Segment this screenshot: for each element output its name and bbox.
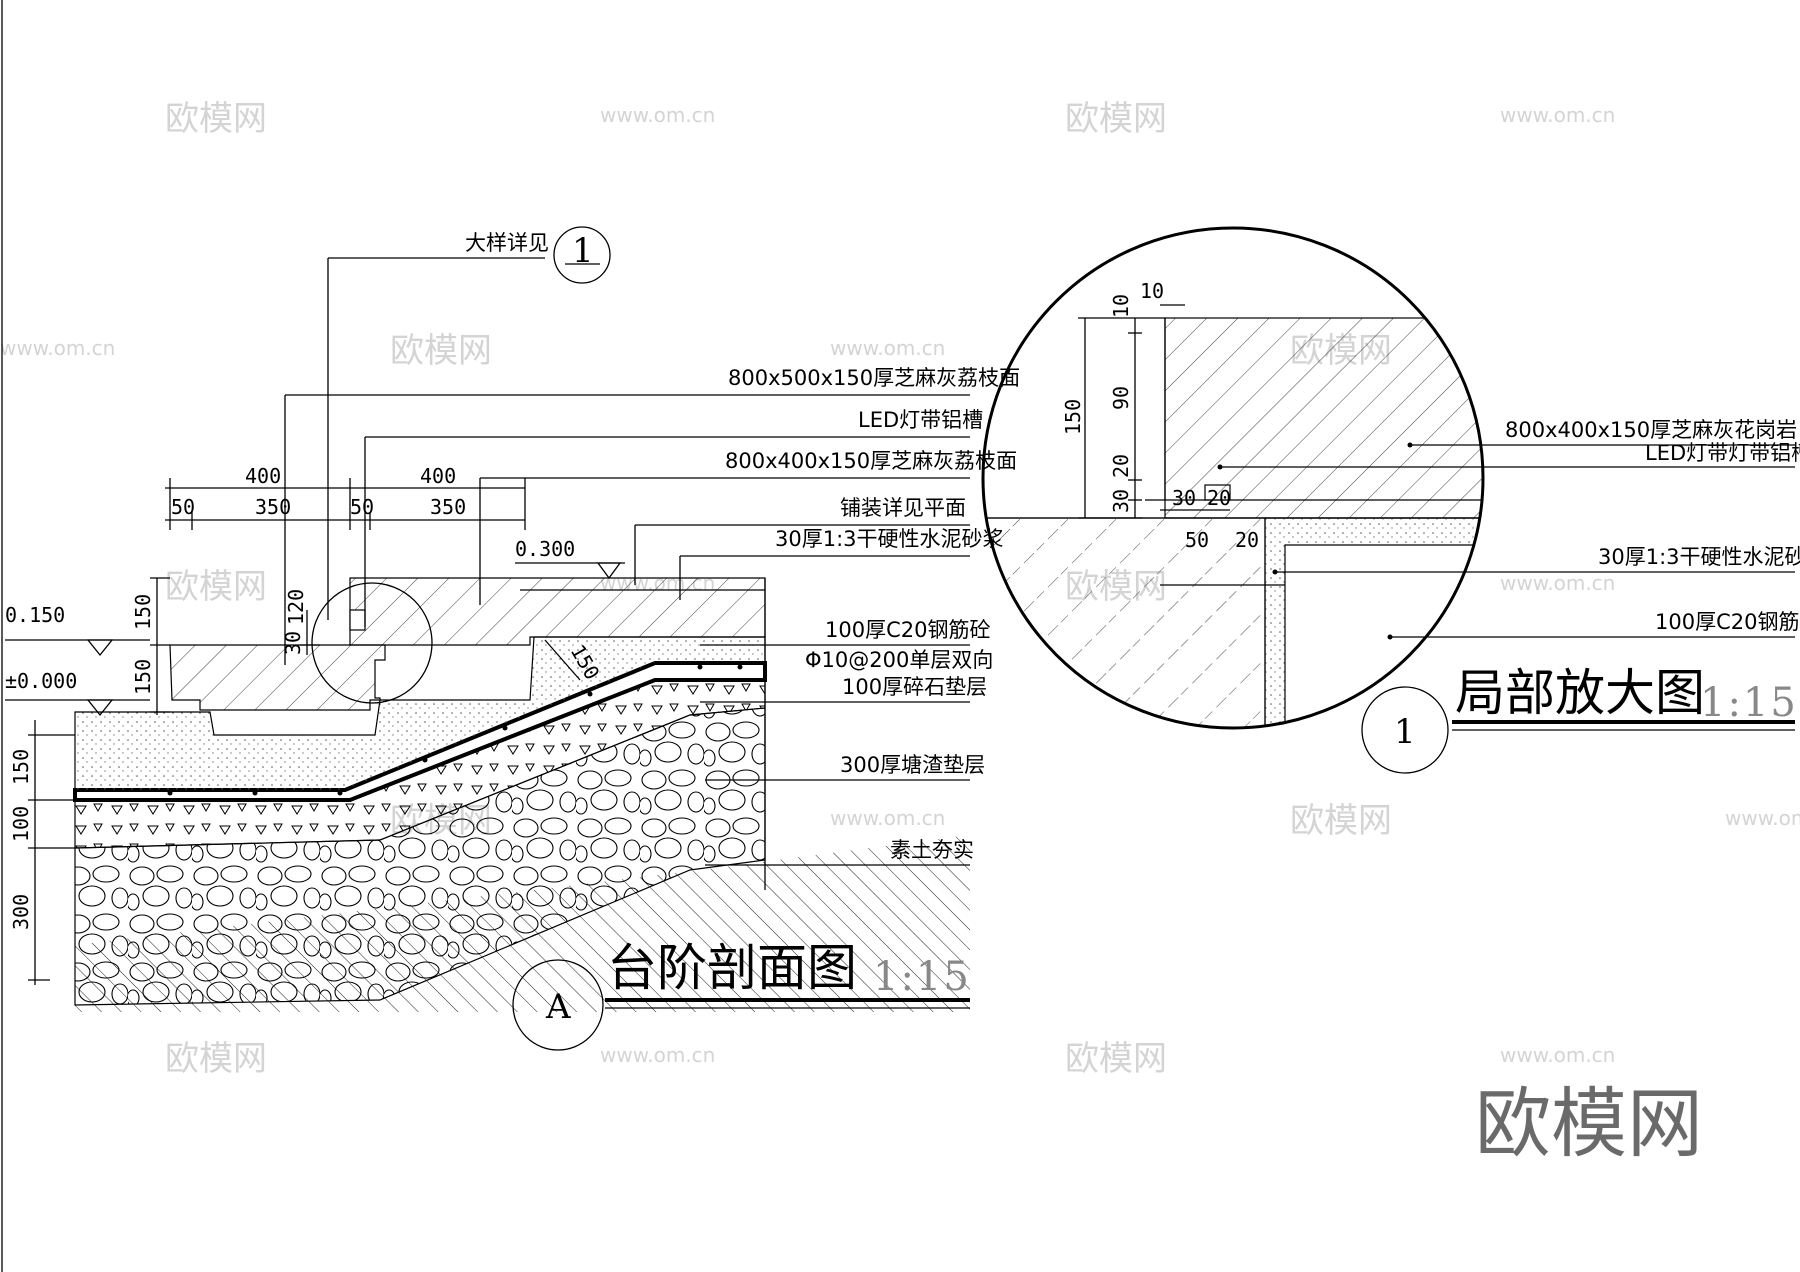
watermark-url: www.om.cn: [1500, 571, 1615, 595]
detail-circle-border: [981, 226, 1485, 730]
watermark-brand: 欧模网: [390, 331, 492, 371]
dim-text: 10: [1109, 294, 1133, 318]
detail-title: 局部放大图: [1455, 664, 1705, 722]
section-drawing: [73, 577, 970, 1012]
section-title-block: A 台阶剖面图 1:15: [512, 939, 971, 1051]
dim-text: 10: [1140, 279, 1164, 303]
watermark-url: www.om.cn: [1500, 1043, 1615, 1067]
watermark-brand: 欧模网: [165, 567, 267, 607]
section-callouts: 800x500x150厚芝麻灰荔枝面 LED灯带铝槽 800x400x150厚芝…: [284, 366, 1020, 866]
dim-text: 150: [9, 749, 33, 785]
dim-text: 50: [1185, 528, 1209, 552]
detail-ref-label: 大样详见: [465, 231, 549, 255]
watermark-url: www.om.cn: [830, 806, 945, 830]
detail-callouts: 800x400x150厚芝麻灰花岗岩 荔枝面 LED灯带灯带铝槽 30厚1:3干…: [1217, 418, 1800, 640]
detail-title-block: 1 局部放大图 1:15: [1361, 664, 1798, 774]
dim-text: 90: [1109, 386, 1133, 410]
callout-label: 800x400x150厚芝麻灰花岗岩 荔枝面: [1505, 418, 1800, 442]
dim-text: 50: [350, 495, 374, 519]
watermark-url: www.om.cn: [600, 103, 715, 127]
watermark-brand: 欧模网: [1065, 99, 1167, 139]
section-scale: 1:15: [873, 954, 971, 1000]
callout-label: LED灯带铝槽: [858, 408, 983, 432]
level-label: 0.300: [515, 537, 575, 561]
callout-label: Φ10@200单层双向: [805, 648, 993, 672]
callout-label: 300厚塘渣垫层: [840, 753, 985, 777]
dim-text: 100: [9, 806, 33, 842]
callout-label: 100厚碎石垫层: [842, 675, 987, 699]
watermark-brand: 欧模网: [165, 1039, 267, 1079]
dim-text: 350: [255, 495, 291, 519]
callout-label: LED灯带灯带铝槽: [1645, 441, 1800, 465]
step-dimensions: 150 150 30 120 150: [131, 577, 605, 715]
dim-text: 400: [245, 464, 281, 488]
callout-label: 30厚1:3干硬性水泥砂浆: [775, 527, 1004, 551]
dim-text: 50: [171, 495, 195, 519]
level-label: ±0.000: [5, 669, 77, 693]
dim-text: 150: [1061, 399, 1085, 435]
dim-text: 150: [131, 659, 155, 695]
watermark-url: www.om.cn: [830, 336, 945, 360]
detail-ref-num: 1: [572, 231, 594, 271]
step1-stone: [169, 644, 386, 711]
step2-stone: [349, 577, 766, 646]
detail-scale: 1:15: [1700, 680, 1798, 726]
detail-dimensions: 150 10 90 20 30 10 30 20 50 20: [1061, 279, 1285, 586]
section-marker: A: [545, 987, 571, 1027]
dim-text: 150: [131, 594, 155, 630]
dim-text: 20: [1235, 528, 1259, 552]
callout-label: 800x400x150厚芝麻灰荔枝面: [725, 449, 1017, 473]
detail-reference: 大样详见 1: [327, 226, 611, 620]
top-dimensions: 400 400 50 350 50 350: [165, 464, 526, 530]
dim-text: 30: [1109, 489, 1133, 513]
dim-text: 400: [420, 464, 456, 488]
callout-label: 30厚1:3干硬性水泥砂浆: [1598, 545, 1800, 569]
level-markers: 0.150 ±0.000 0.300: [5, 537, 625, 717]
watermark-url: www.om.cn: [1500, 103, 1615, 127]
dim-text: 20: [1207, 486, 1231, 510]
section-title: 台阶剖面图: [607, 939, 857, 997]
dim-text: 120: [284, 589, 308, 625]
detail-marker: 1: [1394, 712, 1416, 752]
watermark-brand: 欧模网: [1290, 801, 1392, 841]
callout-label: 100厚C20钢筋砼: [1655, 610, 1800, 634]
watermark-url: www.om.cn: [1725, 806, 1800, 830]
dim-text: 350: [430, 495, 466, 519]
watermark-brand: 欧模网: [1065, 1039, 1167, 1079]
dim-text: 30: [1172, 486, 1196, 510]
level-label: 0.150: [5, 603, 65, 627]
led-groove: [349, 609, 366, 631]
left-dimensions: 150 100 300: [9, 720, 75, 985]
watermark-brand: 欧模网: [165, 99, 267, 139]
watermark-url: www.om.cn: [600, 1043, 715, 1067]
watermark-logo: 欧模网: [1475, 1079, 1703, 1168]
dim-text: 300: [9, 894, 33, 930]
callout-label: 100厚C20钢筋砼: [825, 618, 990, 642]
callout-label: 素土夯实: [890, 838, 974, 862]
dim-text: 20: [1109, 454, 1133, 478]
callout-label: 800x500x150厚芝麻灰荔枝面: [728, 366, 1020, 390]
watermark-url: www.om.cn: [0, 336, 115, 360]
callout-label: 铺装详见平面: [840, 496, 966, 520]
detail-circle: [311, 582, 433, 704]
